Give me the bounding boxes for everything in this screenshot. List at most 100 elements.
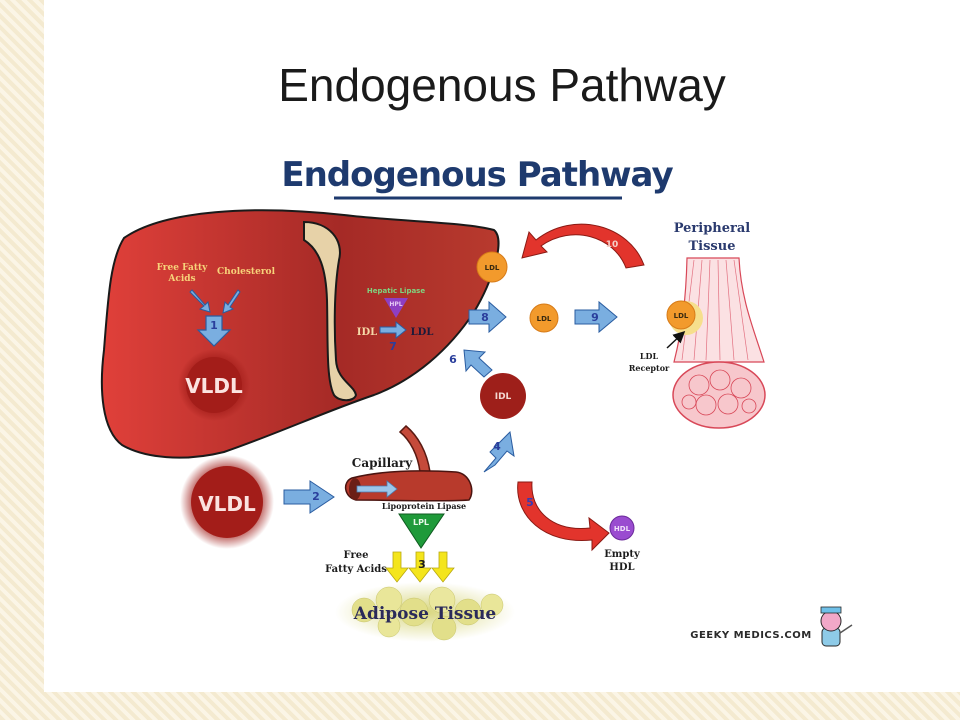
step8-number: 8 — [481, 311, 489, 324]
hpl-triangle — [384, 298, 408, 318]
fat-cell — [428, 586, 456, 614]
fat-cell — [454, 598, 482, 626]
liver-ldl: LDL — [411, 327, 434, 338]
fat-cell — [431, 615, 457, 641]
step7-arrow — [379, 320, 407, 340]
liver-ffa-line1: Free Fatty — [157, 263, 209, 273]
slide-title: Endogenous Pathway — [278, 59, 726, 111]
step4-arrow — [483, 430, 515, 473]
muscle-fiber — [725, 259, 735, 361]
idl-label: IDL — [495, 392, 512, 402]
step10-number: 10 — [606, 240, 619, 250]
slide: Endogenous Pathway Endogenous Pathway — [44, 0, 960, 692]
empty-hdl-line1: Empty — [604, 549, 641, 560]
step3-number: 3 — [418, 558, 426, 571]
circulation: 10 LDL 8 LDL 9 6 IDL 4 5 HDL Empty HDL — [180, 223, 645, 642]
muscle-bundle — [717, 393, 739, 415]
muscle-cross-section — [672, 361, 766, 429]
hpl-label: HPL — [389, 301, 402, 308]
step1-number: 1 — [210, 319, 218, 332]
muscle-bundle — [730, 377, 752, 399]
fat-cell — [480, 593, 504, 617]
empty-hdl-line2: HDL — [609, 562, 634, 573]
fat-cell — [399, 597, 429, 627]
liver-shape — [100, 209, 500, 459]
adipose-tissue-label: Adipose Tissue — [353, 604, 497, 624]
blood-vldl-core — [191, 466, 263, 538]
endogenous-pathway-diagram: Endogenous Pathway Free Fatty Acids Chol… — [100, 155, 853, 647]
ffa-line2: Fatty Acids — [325, 564, 387, 575]
muscle-bundle — [709, 369, 731, 391]
peripheral-title-line2: Tissue — [689, 239, 736, 254]
muscle-bundles — [681, 369, 757, 416]
step8-arrow — [468, 300, 507, 334]
capillary-flow-arrow — [356, 480, 398, 498]
ffa-yellow-arrow — [385, 551, 409, 583]
capillary-opening — [349, 478, 361, 500]
capillary-vessel — [344, 470, 473, 502]
receptor-bound-ldl — [666, 300, 696, 330]
muscle-fiber — [733, 259, 749, 361]
gallbladder-ligament — [303, 220, 358, 402]
step10-arrow — [521, 223, 645, 269]
receptor-pointer — [666, 330, 686, 349]
geeky-medics-logo: GEEKY MEDICS.COM — [690, 606, 853, 647]
liver: Free Fatty Acids Cholesterol 1 VLDL Hepa… — [100, 209, 500, 459]
diagram-heading: Endogenous Pathway — [281, 155, 674, 200]
ffa-yellow-arrow — [431, 551, 455, 583]
ffa-line1: Free — [344, 550, 369, 561]
liver-vldl-core — [186, 357, 242, 413]
step7-number: 7 — [389, 340, 397, 353]
step9-number: 9 — [591, 311, 599, 324]
step6-number: 6 — [449, 353, 457, 366]
mascot-hat — [820, 606, 842, 614]
liver-cholesterol: Cholesterol — [217, 267, 276, 277]
fat-cell — [351, 597, 377, 623]
muscle-bundle — [741, 398, 757, 414]
ffa-yellow-arrows — [385, 551, 455, 583]
step2-arrow — [283, 480, 335, 514]
fat-cell — [375, 586, 403, 614]
step9-arrow — [574, 300, 618, 334]
mascot-head — [820, 610, 842, 632]
lpl-triangle — [398, 513, 445, 549]
ldl-mid-label: LDL — [537, 315, 552, 323]
receptor-line1: LDL — [640, 351, 659, 361]
ldl-top-label: LDL — [485, 264, 500, 272]
lipoprotein-lipase-label: Lipoprotein Lipase — [382, 501, 466, 511]
liver-ffa-line2: Acids — [167, 274, 195, 284]
muscle-bundle — [681, 394, 697, 410]
ffa-yellow-arrow — [408, 551, 432, 583]
lpl-label: LPL — [413, 518, 429, 527]
muscle-fiber — [717, 259, 721, 361]
hdl-particle — [609, 515, 635, 541]
step6-arrow — [463, 349, 493, 378]
peripheral-ldl-label: LDL — [674, 312, 689, 320]
liver-vldl-label: VLDL — [185, 374, 243, 398]
cholesterol-arrow — [222, 289, 241, 314]
blood-vldl-label: VLDL — [198, 492, 256, 516]
step2-number: 2 — [312, 490, 320, 503]
hepatic-lipase-label: Hepatic Lipase — [367, 287, 425, 295]
muscle-fiber — [705, 259, 711, 361]
fat-cell — [377, 614, 401, 638]
muscle-bundle — [695, 394, 717, 416]
ldl-mid-particle — [529, 303, 559, 333]
ffa-arrow — [189, 289, 211, 313]
hdl-label: HDL — [614, 525, 631, 533]
capillary-label: Capillary — [352, 456, 413, 470]
peripheral-tissue: Peripheral Tissue — [629, 221, 766, 429]
adipose-tissue: Adipose Tissue — [335, 582, 515, 642]
idl-particle — [480, 373, 526, 419]
ldl-top-particle — [476, 251, 508, 283]
liver-idl: IDL — [357, 327, 377, 338]
receptor-line2: Receptor — [629, 363, 670, 373]
credit-text: GEEKY MEDICS.COM — [690, 630, 811, 641]
mascot-tool — [839, 624, 853, 634]
step1-arrow — [196, 315, 232, 347]
step5-number: 5 — [526, 496, 534, 509]
muscle-bundle — [688, 374, 710, 396]
diagram-heading-text: Endogenous Pathway — [281, 155, 673, 195]
step4-number: 4 — [493, 440, 501, 453]
step5-arrow — [517, 481, 610, 552]
